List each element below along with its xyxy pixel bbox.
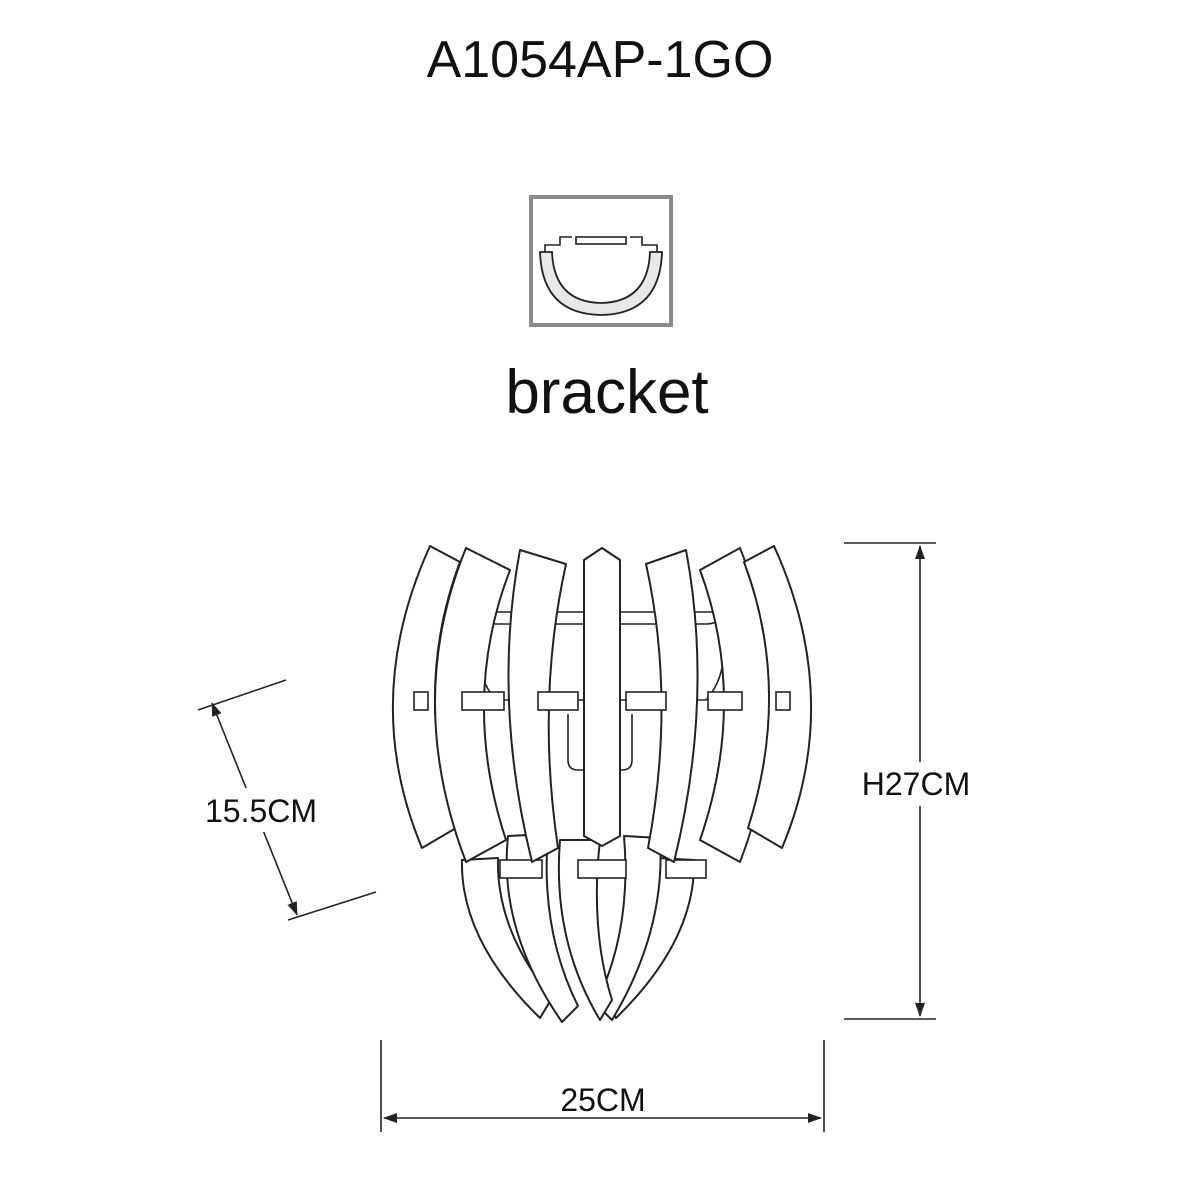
- bracket-mount-icon: [529, 195, 673, 327]
- model-title: A1054AP-1GO: [427, 31, 774, 89]
- lamp-drawing: [391, 545, 813, 1023]
- depth-dimension: 15.5CM: [190, 679, 377, 921]
- upper-tier-fins: [391, 545, 813, 863]
- height-label: H27CM: [862, 766, 970, 802]
- width-label: 25CM: [560, 1082, 645, 1118]
- depth-label: 15.5CM: [205, 793, 317, 829]
- width-dimension: 25CM: [380, 1040, 825, 1132]
- lower-tier-fins: [460, 833, 707, 1023]
- height-dimension: H27CM: [844, 542, 982, 1020]
- mount-label: bracket: [505, 358, 708, 427]
